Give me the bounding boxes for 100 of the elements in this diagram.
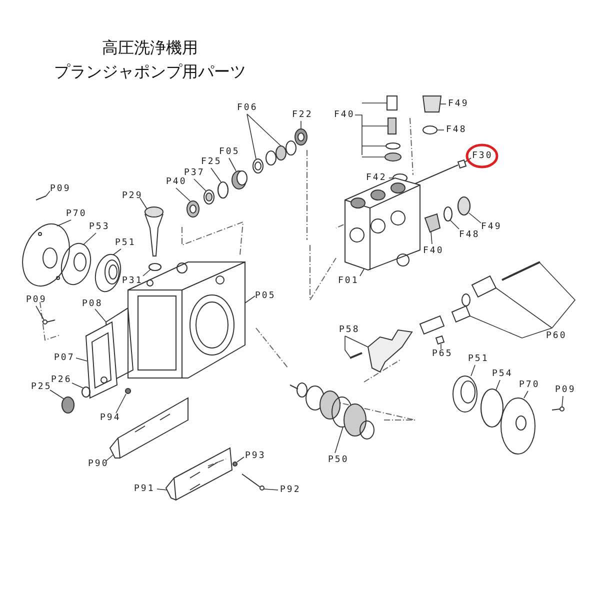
screw-drawing [36,196,46,200]
leader-line [334,426,344,454]
plug-drawing [422,96,442,112]
washer-drawing [81,386,91,398]
oil-seal-drawing [60,242,92,286]
leader-line [468,212,482,224]
callout-number: P40 [166,177,187,187]
leader-line [300,120,302,130]
leader-line [82,232,96,246]
callout-number: F49 [448,99,469,109]
callout-number: P65 [432,349,453,359]
callout-number: P50 [328,455,349,465]
callout-number: P07 [54,353,75,363]
callout-number: P26 [51,375,72,385]
end-cover-drawing [22,224,70,286]
leader-line [470,262,576,338]
seal-disc-drawing [480,388,504,428]
leader-line [116,394,126,414]
diagram-title: 高圧洗浄機用 [101,38,199,59]
leader-line [244,296,256,304]
packing-ring-drawing [232,170,248,190]
nut-drawing [232,461,238,467]
callout-number: F48 [459,230,480,240]
leader-line [228,158,236,172]
callout-number: F05 [219,147,240,157]
leader-line [76,358,88,362]
callout-number: P51 [468,354,489,364]
callout-number: F40 [334,110,355,120]
ring-drawing [204,190,214,204]
dipstick-drawing [144,206,164,256]
ring-drawing [186,200,200,218]
crankshaft-drawing [290,382,374,440]
leader-line [112,248,122,256]
screw-drawing [552,406,564,412]
callout-number: P09 [555,385,576,395]
callout-number: P08 [82,299,103,309]
callout-number: P90 [88,459,109,469]
leader-line [106,454,114,462]
screw-drawing [42,320,56,324]
callout-number: P05 [255,291,276,301]
callout-number: F40 [423,246,444,256]
callout-number: P54 [492,369,513,379]
callout-number: P53 [89,222,110,232]
leader-line [176,188,190,202]
leader-line [72,382,84,388]
leader-line [354,102,388,158]
leader-line [264,488,278,490]
plug-drawing [61,396,75,414]
leader-line [246,114,282,160]
callout-number: F01 [338,276,359,286]
leader-line [360,268,364,276]
callout-number: P31 [122,276,143,286]
callout-number: F25 [201,157,222,167]
oil-seal-drawing [294,128,308,146]
leader-line [440,344,442,350]
bearing-drawing [94,254,122,292]
valve-stack-drawing [384,96,402,162]
leader-line [450,220,460,230]
bearing-drawing [452,376,478,412]
cover-plate-drawing [85,321,118,399]
callout-number: P93 [245,451,266,461]
seal-ring-set-drawing [252,140,296,174]
callout-number: P94 [100,413,121,423]
leader-line [156,488,168,490]
ring-drawing [217,181,229,199]
leader-line [430,232,432,244]
callout-number: F06 [237,103,258,113]
callout-number: P70 [66,209,87,219]
leader-line [50,390,64,400]
leader-line [56,220,72,226]
pin-drawing [435,335,445,345]
callout-number: F48 [446,125,467,135]
leader-line [210,168,222,182]
callout-number: P70 [519,380,540,390]
o-ring-drawing [148,262,162,272]
o-ring-drawing [443,206,453,222]
callout-number: P60 [546,331,567,341]
leader-line [142,268,152,276]
leader-line [470,364,476,376]
callout-number: F49 [481,222,502,232]
leader-line [496,380,500,390]
leader-line [236,456,244,462]
callout-number: P09 [50,184,71,194]
o-ring-drawing [422,126,438,134]
diagram-subtitle: プランジャポンプ用パーツ [53,62,247,83]
plunger-drawing [419,261,540,335]
mounting-bracket-drawing [165,447,233,500]
leader-line [194,178,206,192]
leader-line [344,336,368,358]
leader-line [46,190,50,196]
leader-line [524,390,528,398]
callout-number: F30 [472,151,493,161]
leader-line [562,396,564,408]
leader-line [464,158,472,162]
callout-number: F42 [366,173,387,183]
nut-drawing [124,388,132,394]
bolt-drawing [242,474,264,490]
callout-number: P09 [26,295,47,305]
leader-line [140,198,148,210]
callout-number: P25 [31,382,52,392]
